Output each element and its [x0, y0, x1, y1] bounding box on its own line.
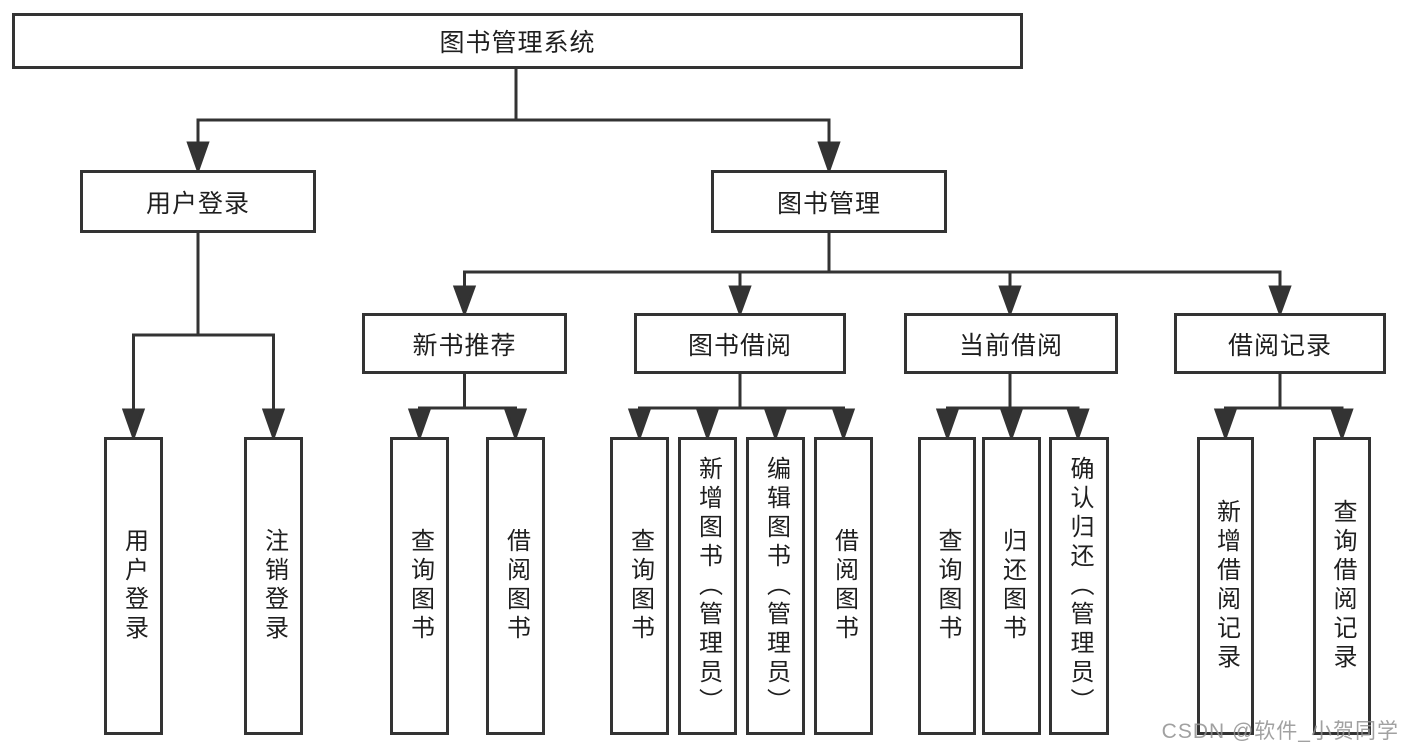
leaf-current-confirm-return-admin: 确认归还（管理员）: [1049, 437, 1109, 735]
leaf-records-add-record: 新增借阅记录: [1197, 437, 1254, 735]
leaf-user-login: 用户登录: [104, 437, 163, 735]
node-borrow-records-label: 借阅记录: [1227, 331, 1332, 360]
node-book-borrow: 图书借阅: [634, 313, 846, 374]
arrowhead-icon: [1268, 285, 1292, 318]
leaf-borrow-edit-books-admin: 编辑图书（管理员）: [746, 437, 805, 735]
leaf-borrow-borrow-books: 借阅图书: [814, 437, 873, 735]
arrowhead-icon: [627, 408, 652, 442]
connector-records-to-leaves: [1213, 374, 1354, 442]
csdn-watermark: CSDN @软件_小贺同学: [1161, 720, 1399, 743]
arrowhead-icon: [261, 408, 286, 442]
leaf-borrow-borrow-books-label: 借阅图书: [830, 528, 858, 644]
leaf-newbooks-query-books-label: 查询图书: [406, 528, 434, 644]
node-user-login: 用户登录: [80, 170, 316, 233]
connector-root-to-level2: [186, 68, 841, 175]
arrowhead-icon: [186, 141, 210, 175]
leaf-newbooks-borrow-books-label: 借阅图书: [502, 528, 530, 644]
leaf-borrow-edit-books-admin-label: 编辑图书（管理员）: [762, 455, 790, 717]
node-book-management-label: 图书管理: [776, 189, 881, 218]
leaf-current-return-books: 归还图书: [982, 437, 1041, 735]
leaf-current-query-books-label: 查询图书: [934, 528, 961, 644]
node-user-login-label: 用户登录: [145, 189, 250, 218]
arrowhead-icon: [998, 285, 1022, 318]
arrowhead-icon: [407, 408, 432, 442]
leaf-records-query-record-label: 查询借阅记录: [1329, 499, 1356, 673]
node-book-borrow-label: 图书借阅: [687, 331, 792, 360]
node-new-book-recommend: 新书推荐: [362, 313, 567, 374]
arrowhead-icon: [763, 408, 788, 442]
node-current-borrow-label: 当前借阅: [958, 331, 1063, 360]
leaf-logout-label: 注销登录: [260, 528, 288, 644]
arrowhead-icon: [831, 408, 856, 442]
arrowhead-icon: [503, 408, 528, 442]
node-borrow-records: 借阅记录: [1174, 313, 1386, 374]
leaf-current-query-books: 查询图书: [918, 437, 976, 735]
arrowhead-icon: [817, 141, 841, 175]
node-new-book-recommend-label: 新书推荐: [412, 331, 517, 360]
arrowhead-icon: [452, 285, 477, 318]
arrowhead-icon: [1066, 408, 1090, 442]
arrowhead-icon: [1213, 408, 1238, 442]
arrowhead-icon: [121, 408, 146, 442]
node-root-system: 图书管理系统: [12, 13, 1023, 69]
leaf-records-query-record: 查询借阅记录: [1313, 437, 1371, 735]
leaf-borrow-query-books-label: 查询图书: [626, 528, 654, 644]
connector-mgmt-to-level3: [452, 233, 1292, 318]
leaf-current-return-books-label: 归还图书: [998, 528, 1026, 644]
arrowhead-icon: [728, 285, 752, 318]
leaf-records-add-record-label: 新增借阅记录: [1212, 499, 1240, 673]
leaf-borrow-query-books: 查询图书: [610, 437, 669, 735]
arrowhead-icon: [695, 408, 720, 442]
leaf-newbooks-query-books: 查询图书: [390, 437, 449, 735]
arrowhead-icon: [1330, 408, 1354, 442]
node-book-management: 图书管理: [711, 170, 947, 233]
leaf-logout: 注销登录: [244, 437, 303, 735]
leaf-current-confirm-return-admin-label: 确认归还（管理员）: [1066, 455, 1093, 717]
node-root-system-label: 图书管理系统: [439, 29, 596, 57]
connector-current-to-leaves: [935, 374, 1090, 442]
connector-login-to-leaves: [121, 233, 286, 442]
connector-newbooks-to-leaves: [407, 374, 528, 442]
node-current-borrow: 当前借阅: [904, 313, 1118, 374]
leaf-borrow-add-books-admin-label: 新增图书（管理员）: [694, 455, 722, 717]
leaf-newbooks-borrow-books: 借阅图书: [486, 437, 545, 735]
leaf-borrow-add-books-admin: 新增图书（管理员）: [678, 437, 737, 735]
leaf-user-login-label: 用户登录: [120, 528, 148, 644]
arrowhead-icon: [999, 408, 1024, 442]
connector-borrow-to-leaves: [627, 374, 856, 442]
arrowhead-icon: [935, 408, 960, 442]
